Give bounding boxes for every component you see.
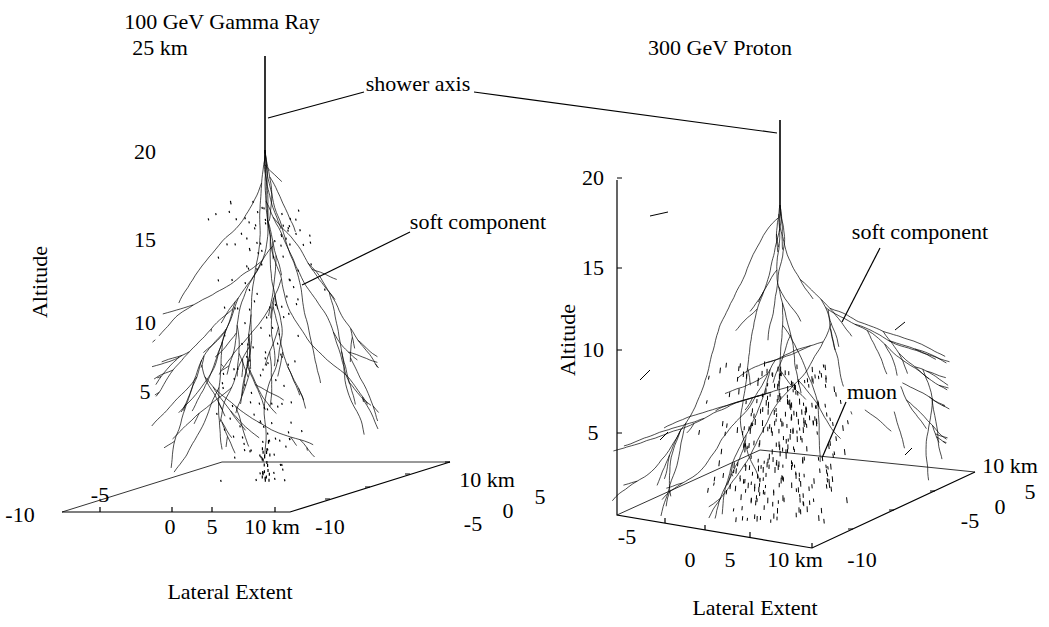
leader-line — [474, 92, 777, 133]
leader-line — [842, 248, 880, 322]
tick-label: 10 — [134, 311, 156, 335]
tick-label: 10 km — [982, 454, 1038, 478]
tick-label: 15 — [582, 256, 604, 280]
leader-line — [302, 232, 410, 285]
axis-title: Altitude — [28, 246, 52, 318]
tick-label: 15 — [134, 228, 156, 252]
plot-title: 300 GeV Proton — [648, 36, 792, 60]
callout-label: shower axis — [366, 72, 470, 96]
shower-axis — [264, 56, 266, 150]
axis-title: Lateral Extent — [167, 580, 292, 604]
tick-marks — [100, 462, 450, 512]
tick-label: -5 — [961, 509, 979, 533]
floor-edge — [62, 462, 450, 512]
tick-label: 5 — [535, 485, 546, 509]
axis-line — [62, 462, 450, 512]
callout-label: soft component — [410, 210, 546, 234]
tick-label: 20 — [582, 166, 604, 190]
leader-line — [822, 402, 846, 458]
tick-label: 0 — [685, 548, 696, 572]
tick-label: 25 km — [132, 36, 188, 60]
tick-label: -10 — [315, 515, 344, 539]
plot-title: 100 GeV Gamma Ray — [124, 10, 320, 34]
tick-label: -5 — [464, 512, 482, 536]
tick-label: 5 — [207, 515, 218, 539]
particle-dots — [208, 201, 325, 482]
tick-label: 5 — [725, 548, 736, 572]
muon-tracks — [640, 212, 912, 524]
tick-label: -10 — [847, 548, 876, 572]
tick-label: 0 — [503, 499, 514, 523]
tick-label: 0 — [995, 495, 1006, 519]
tick-label: 10 — [582, 338, 604, 362]
tick-label: 5 — [140, 380, 151, 404]
tick-label: 10 km — [767, 548, 823, 572]
tick-label: -5 — [91, 483, 109, 507]
tick-label: 10 km — [459, 468, 515, 492]
tick-label: 5 — [588, 421, 599, 445]
shower-axis — [779, 120, 781, 205]
callout-label: muon — [847, 380, 897, 404]
tick-label: -10 — [5, 503, 34, 527]
tick-label: 10 km — [244, 515, 300, 539]
leader-line — [268, 92, 364, 118]
tick-label: -5 — [618, 525, 636, 549]
axis-title: Altitude — [556, 304, 580, 376]
tick-label: 5 — [1025, 480, 1036, 504]
soft-component — [612, 205, 949, 519]
axis-title: Lateral Extent — [692, 596, 817, 620]
tick-label: 20 — [134, 140, 156, 164]
tick-label: 0 — [165, 515, 176, 539]
callout-label: soft component — [852, 220, 988, 244]
soft-component — [152, 150, 379, 472]
